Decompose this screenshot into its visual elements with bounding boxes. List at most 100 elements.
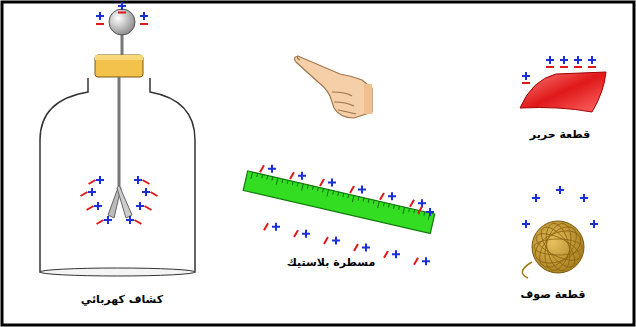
plus-charge (560, 56, 568, 64)
tick (261, 174, 263, 178)
minus-charge (522, 82, 530, 84)
tick (342, 193, 344, 197)
plus-charge (392, 250, 400, 258)
minus-charge (546, 66, 554, 68)
minus-charge (96, 23, 104, 25)
minus-charge (264, 223, 268, 230)
tick (423, 212, 425, 216)
tick (413, 209, 415, 213)
plus-charge (362, 243, 370, 251)
minus-charge (260, 165, 264, 172)
plus-charge (268, 165, 276, 173)
plus-charge (590, 220, 598, 228)
plus-charge (580, 194, 588, 202)
tick (347, 194, 349, 198)
plastic-ruler (243, 171, 435, 234)
tick (256, 173, 258, 177)
silk-label: قطعة حرير (528, 128, 592, 141)
plus-charge (96, 176, 104, 184)
plus-charge (302, 230, 310, 238)
plus-charge (134, 176, 142, 184)
tick (363, 198, 365, 202)
tick (398, 206, 400, 210)
yarn-strand (530, 224, 585, 269)
plus-charge (532, 194, 540, 202)
tick (337, 192, 339, 196)
minus-charge (324, 237, 328, 244)
minus-charge (418, 207, 422, 214)
electroscope-label: كشاف كهربائي (79, 293, 165, 306)
minus-charge (118, 12, 126, 14)
plus-charge (272, 223, 280, 231)
minus-charge (380, 193, 384, 200)
wool-label: قطعة صوف (519, 288, 588, 301)
minus-charge (294, 230, 298, 237)
tick (251, 172, 253, 179)
yarn-strand (532, 228, 583, 265)
plus-charge (332, 237, 340, 245)
minus-charge (350, 186, 354, 193)
plus-charge (142, 188, 150, 196)
minus-charge (81, 192, 88, 196)
tick (266, 176, 268, 180)
yarn-strand (541, 221, 576, 273)
pointing-hand (294, 56, 372, 118)
tick (388, 204, 390, 208)
plus-charge (136, 202, 144, 210)
minus-charge (89, 180, 96, 184)
tick (393, 205, 395, 209)
minus-charge (320, 179, 324, 186)
tick (352, 195, 354, 202)
minus-charge (87, 206, 94, 210)
plus-charge (418, 199, 426, 207)
plus-charge (546, 56, 554, 64)
plus-charge (426, 208, 434, 216)
plus-charge (126, 216, 134, 224)
tick (271, 177, 273, 181)
plus-charge (118, 2, 126, 10)
plus-charge (328, 179, 336, 187)
tick (312, 186, 314, 190)
ruler-label: مسطرة بلاستيك (285, 256, 377, 269)
plus-charge (556, 186, 564, 194)
tick (408, 208, 410, 212)
plus-charge (298, 172, 306, 180)
tick (383, 202, 385, 206)
plus-charge (388, 192, 396, 200)
silk-piece (520, 72, 606, 112)
tick (307, 185, 309, 189)
tick (332, 191, 334, 195)
plus-charge (88, 188, 96, 196)
tick (327, 190, 329, 197)
tick (292, 181, 294, 185)
minus-charge (290, 172, 294, 179)
plus-charge (140, 12, 148, 20)
tick (282, 179, 284, 183)
plus-charge (522, 72, 530, 80)
minus-charge (414, 258, 418, 265)
tick (358, 197, 360, 201)
tick (317, 187, 319, 191)
tick (297, 183, 299, 187)
tick (302, 184, 304, 191)
minus-charge (560, 66, 568, 68)
charges (81, 2, 598, 265)
tick (276, 178, 278, 185)
plus-charge (574, 56, 582, 64)
tick (368, 199, 370, 203)
minus-charge (97, 220, 104, 224)
minus-charge (143, 180, 150, 184)
plus-charge (422, 257, 430, 265)
minus-charge (140, 23, 148, 25)
plus-charge (94, 202, 102, 210)
tick (322, 188, 324, 192)
tick (403, 207, 405, 214)
minus-charge (135, 220, 142, 224)
tick (378, 201, 380, 208)
plus-charge (588, 56, 596, 64)
plus-charge (96, 12, 104, 20)
minus-charge (151, 192, 158, 196)
